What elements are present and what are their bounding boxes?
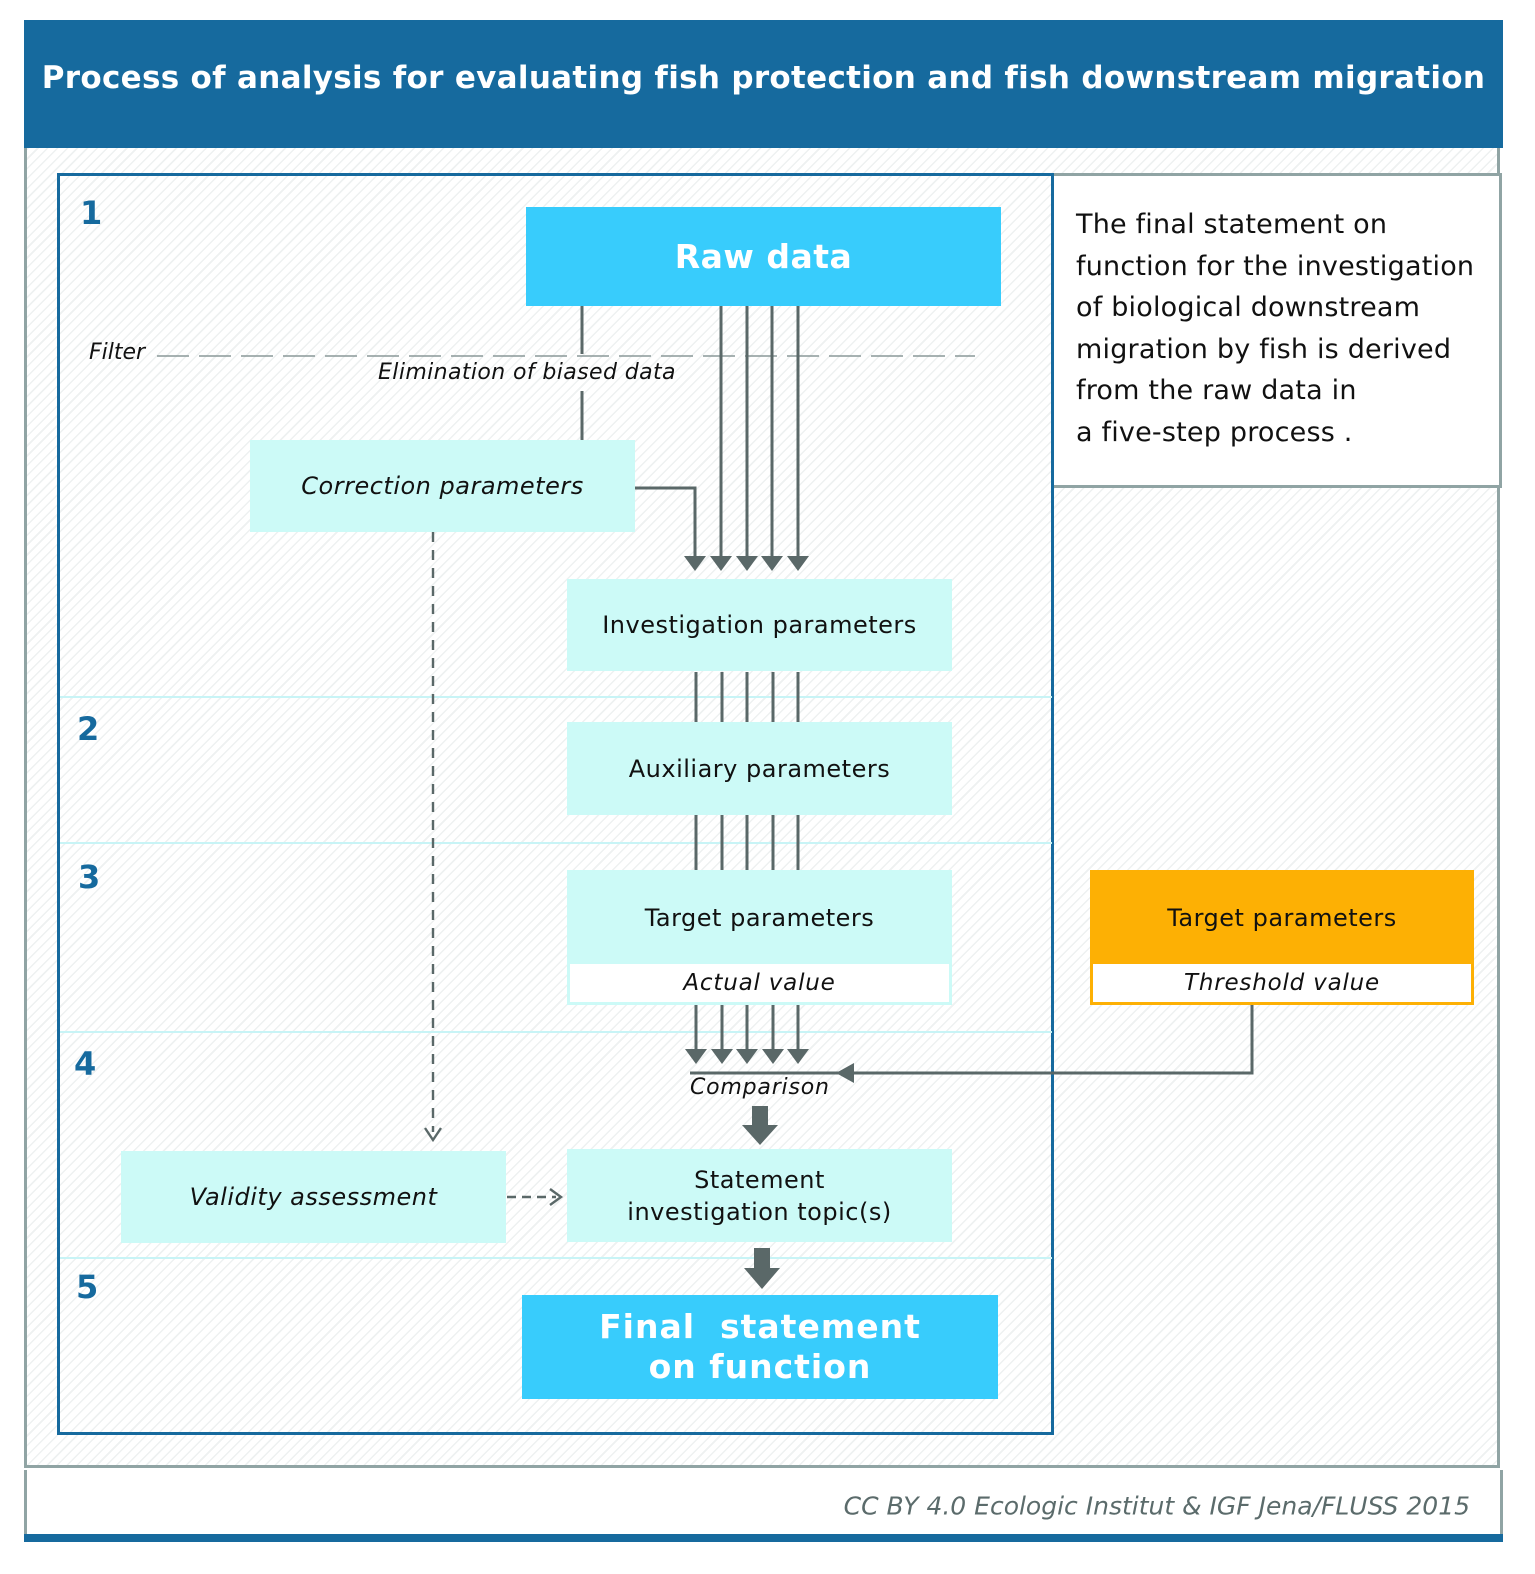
threshold-value-label: Threshold value bbox=[1184, 970, 1380, 996]
final-statement-label-line1: Final statement bbox=[599, 1307, 921, 1346]
step-number-3: 3 bbox=[78, 858, 101, 896]
target-parameters-label: Target parameters bbox=[644, 904, 875, 932]
investigation-parameters-box: Investigation parameters bbox=[567, 579, 952, 671]
info-text: The final statement on function for the … bbox=[1076, 209, 1475, 448]
process-panel bbox=[57, 173, 1054, 1435]
final-statement-label-line2: on function bbox=[648, 1347, 872, 1386]
statement-label-line1: Statement bbox=[694, 1165, 825, 1194]
step-divider-3-4 bbox=[60, 1031, 1052, 1033]
step-divider-2-3 bbox=[60, 842, 1052, 844]
correction-parameters-box: Correction parameters bbox=[250, 440, 635, 532]
investigation-parameters-label: Investigation parameters bbox=[602, 611, 917, 639]
footer-bar bbox=[24, 1534, 1503, 1542]
info-box: The final statement on function for the … bbox=[1054, 173, 1502, 488]
auxiliary-parameters-label: Auxiliary parameters bbox=[628, 754, 891, 783]
statement-label-line2: investigation topic(s) bbox=[627, 1197, 892, 1226]
diagram-title: Process of analysis for evaluating fish … bbox=[41, 60, 1486, 96]
correction-parameters-label: Correction parameters bbox=[301, 472, 584, 500]
header-banner: Process of analysis for evaluating fish … bbox=[24, 20, 1503, 148]
step-number-1: 1 bbox=[80, 194, 103, 232]
filter-label: Filter bbox=[89, 340, 146, 365]
comparison-label: Comparison bbox=[690, 1075, 830, 1100]
elimination-label: Elimination of biased data bbox=[378, 360, 676, 385]
raw-data-label: Raw data bbox=[674, 237, 853, 276]
step-divider-4-5 bbox=[60, 1257, 1052, 1259]
auxiliary-parameters-box: Auxiliary parameters bbox=[567, 722, 952, 815]
step-number-2: 2 bbox=[77, 710, 100, 748]
step-number-5: 5 bbox=[76, 1268, 99, 1306]
raw-data-box: Raw data bbox=[526, 207, 1001, 306]
validity-assessment-label: Validity assessment bbox=[189, 1183, 438, 1211]
footer: CC BY 4.0 Ecologic Institut & IGF Jena/F… bbox=[24, 1470, 1503, 1534]
step-number-4: 4 bbox=[74, 1045, 97, 1083]
statement-box: Statement investigation topic(s) bbox=[567, 1149, 952, 1242]
validity-assessment-box: Validity assessment bbox=[121, 1151, 506, 1243]
final-statement-box: Final statement on function bbox=[522, 1295, 998, 1399]
step-divider-1-2 bbox=[60, 696, 1052, 698]
threshold-value-box: Threshold value bbox=[1093, 964, 1471, 1002]
credit-text: CC BY 4.0 Ecologic Institut & IGF Jena/F… bbox=[843, 1491, 1470, 1521]
actual-value-box: Actual value bbox=[570, 964, 949, 1002]
target-parameters-external-label: Target parameters bbox=[1167, 904, 1397, 932]
actual-value-label: Actual value bbox=[683, 970, 836, 996]
